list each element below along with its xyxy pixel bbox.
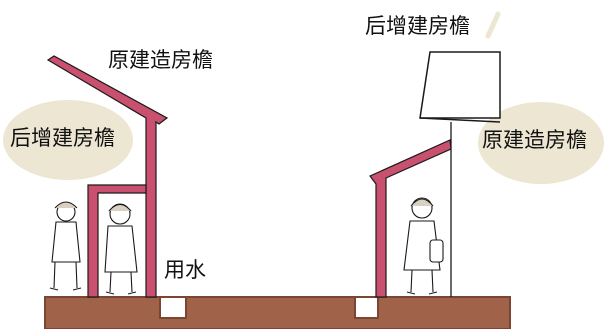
label-bubble-right [478,102,604,184]
left-added-eave-frame [87,184,147,298]
label-water: 用水 [164,258,206,282]
label-right-added-eave: 后增建房檐 [365,14,470,38]
right-added-eave [369,139,452,298]
label-right-original-eave: 原建造房檐 [482,128,587,152]
label-bubble-left [3,100,133,180]
right-building-roof-edge [419,117,501,123]
left-original-eave [46,55,169,298]
elderly-woman-figure [49,201,82,291]
ground [44,296,511,329]
rain-streak-icon [485,11,501,39]
woman-with-bag-figure [403,197,444,295]
right-building-roof [419,51,501,119]
label-left-original-eave: 原建造房檐 [108,48,213,72]
elderly-woman-figure [104,203,138,295]
label-left-added-eave: 后增建房檐 [10,126,115,150]
